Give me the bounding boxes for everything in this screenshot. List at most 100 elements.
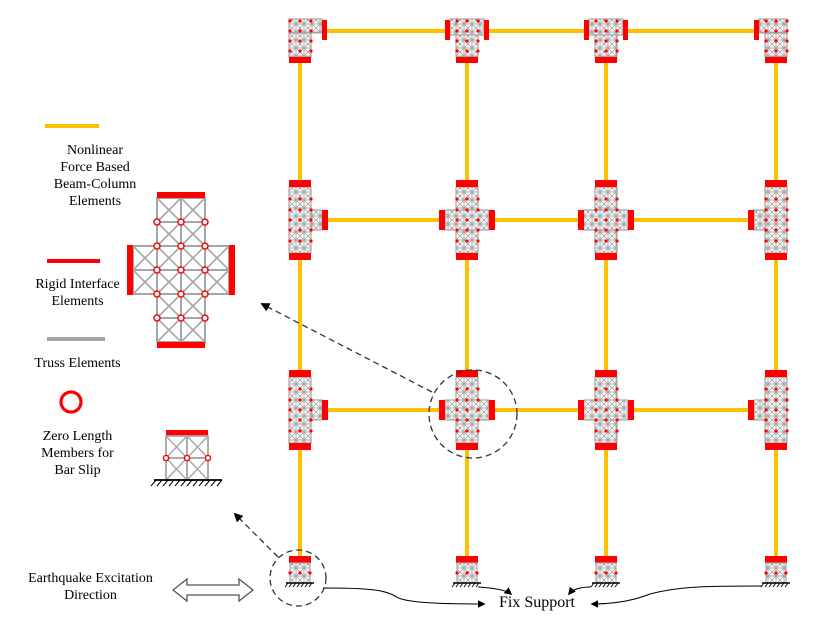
- bar-slip-node: [288, 29, 292, 33]
- bar-slip-node: [288, 418, 292, 422]
- excitation-direction-label: Earthquake Excitation Direction: [8, 570, 173, 604]
- joint-floor-interior: [439, 370, 495, 450]
- ground-hatch: [150, 479, 157, 487]
- rigid-interface-top: [166, 430, 208, 436]
- truss-diagonal: [156, 269, 182, 295]
- bar-slip-node: [774, 571, 778, 575]
- bar-slip-node: [604, 429, 608, 433]
- bar-slip-node: [785, 49, 789, 53]
- bar-slip-node: [153, 290, 161, 298]
- ground-hatch: [780, 582, 785, 588]
- rigid-interface-bar: [595, 370, 617, 377]
- ground-hatch: [292, 582, 297, 588]
- bar-slip-node: [465, 208, 469, 212]
- bar-slip-node: [455, 19, 459, 23]
- rigid-interface-bar: [765, 556, 787, 563]
- bar-slip-node: [465, 239, 469, 243]
- bar-slip-node: [177, 218, 185, 226]
- bar-slip-node: [594, 39, 598, 43]
- bar-slip-node: [309, 39, 313, 43]
- legend-rigid-line-1: Rigid Interface: [35, 277, 120, 292]
- rigid-interface-bar: [578, 210, 584, 230]
- bar-slip-node: [604, 571, 608, 575]
- bar-slip-node: [288, 571, 292, 575]
- bar-slip-node: [298, 208, 302, 212]
- bar-slip-node: [288, 228, 292, 232]
- legend-beam-column-line-4: Elements: [68, 194, 122, 209]
- rigid-interface-bar: [289, 253, 311, 260]
- bar-slip-node: [476, 197, 480, 201]
- bar-slip-node: [455, 418, 459, 422]
- bar-slip-node: [201, 218, 209, 226]
- truss-diagonal: [156, 293, 182, 319]
- rigid-interface-top: [157, 192, 205, 198]
- bar-slip-node: [309, 239, 313, 243]
- bar-slip-node: [764, 218, 768, 222]
- legend-bar-slip-line-3: Bar Slip: [54, 463, 101, 478]
- bar-slip-node: [298, 571, 302, 575]
- ground-hatch: [764, 582, 769, 588]
- bar-slip-node: [594, 429, 598, 433]
- joint-detail-interior: [127, 192, 235, 348]
- rigid-interface-bar: [628, 400, 634, 420]
- fix-support-arrow-2: [477, 586, 513, 595]
- bar-slip-node: [615, 19, 619, 23]
- bar-slip-node: [455, 429, 459, 433]
- bar-slip-node: [785, 218, 789, 222]
- bar-slip-node: [476, 418, 480, 422]
- rigid-interface-bar: [322, 20, 327, 40]
- ground-hatch: [614, 582, 619, 588]
- bar-slip-node: [298, 218, 302, 222]
- bar-slip-node: [604, 49, 608, 53]
- bar-slip-node: [614, 571, 618, 575]
- bar-slip-node: [288, 387, 292, 391]
- legend-beam-column-line-1: Nonlinear: [67, 143, 123, 158]
- truss-diagonal: [156, 197, 182, 223]
- bar-slip-node: [764, 49, 768, 53]
- bar-slip-node: [594, 208, 598, 212]
- bar-slip-node: [298, 39, 302, 43]
- bar-slip-node: [309, 197, 313, 201]
- rigid-interface-bar: [578, 400, 584, 420]
- legend-label-truss: Truss Elements: [10, 355, 145, 372]
- legend-bar-slip-symbol: [59, 390, 83, 414]
- ground-hatch: [192, 479, 199, 487]
- ground-hatch: [594, 582, 599, 588]
- truss-panel: [764, 32, 788, 58]
- bar-slip-node: [475, 571, 479, 575]
- bar-slip-node: [604, 228, 608, 232]
- bar-slip-node: [476, 239, 480, 243]
- rigid-interface-bar: [456, 253, 478, 260]
- detail-views: [127, 192, 235, 487]
- truss-diagonal: [204, 245, 230, 271]
- bar-slip-node: [594, 387, 598, 391]
- bar-slip-node: [455, 571, 459, 575]
- bar-slip-node: [476, 228, 480, 232]
- rigid-interface-bar: [765, 180, 787, 187]
- ground-hatch: [174, 479, 181, 487]
- bar-slip-node: [615, 29, 619, 33]
- bar-slip-node: [465, 197, 469, 201]
- bar-slip-node: [764, 197, 768, 201]
- ground-hatch: [606, 582, 611, 588]
- truss-diagonal: [180, 245, 206, 271]
- bar-slip-node: [153, 266, 161, 274]
- bar-slip-node: [774, 398, 778, 402]
- legend-symbols: [45, 124, 105, 414]
- rigid-interface-bar: [289, 57, 311, 63]
- bar-slip-node: [455, 49, 459, 53]
- bar-slip-node: [298, 19, 302, 23]
- bar-slip-node: [465, 408, 469, 412]
- bar-slip-node: [615, 197, 619, 201]
- bar-slip-node: [785, 228, 789, 232]
- rigid-interface-bar: [322, 400, 328, 420]
- rigid-interface-bar: [289, 443, 311, 450]
- rigid-interface-bar: [439, 400, 445, 420]
- legend-bar-slip-line-2: Members for: [41, 446, 114, 461]
- bar-slip-node: [298, 429, 302, 433]
- bar-slip-node: [785, 429, 789, 433]
- rigid-interface-bar: [595, 556, 617, 563]
- bar-slip-node: [594, 239, 598, 243]
- ground-hatch: [288, 582, 293, 588]
